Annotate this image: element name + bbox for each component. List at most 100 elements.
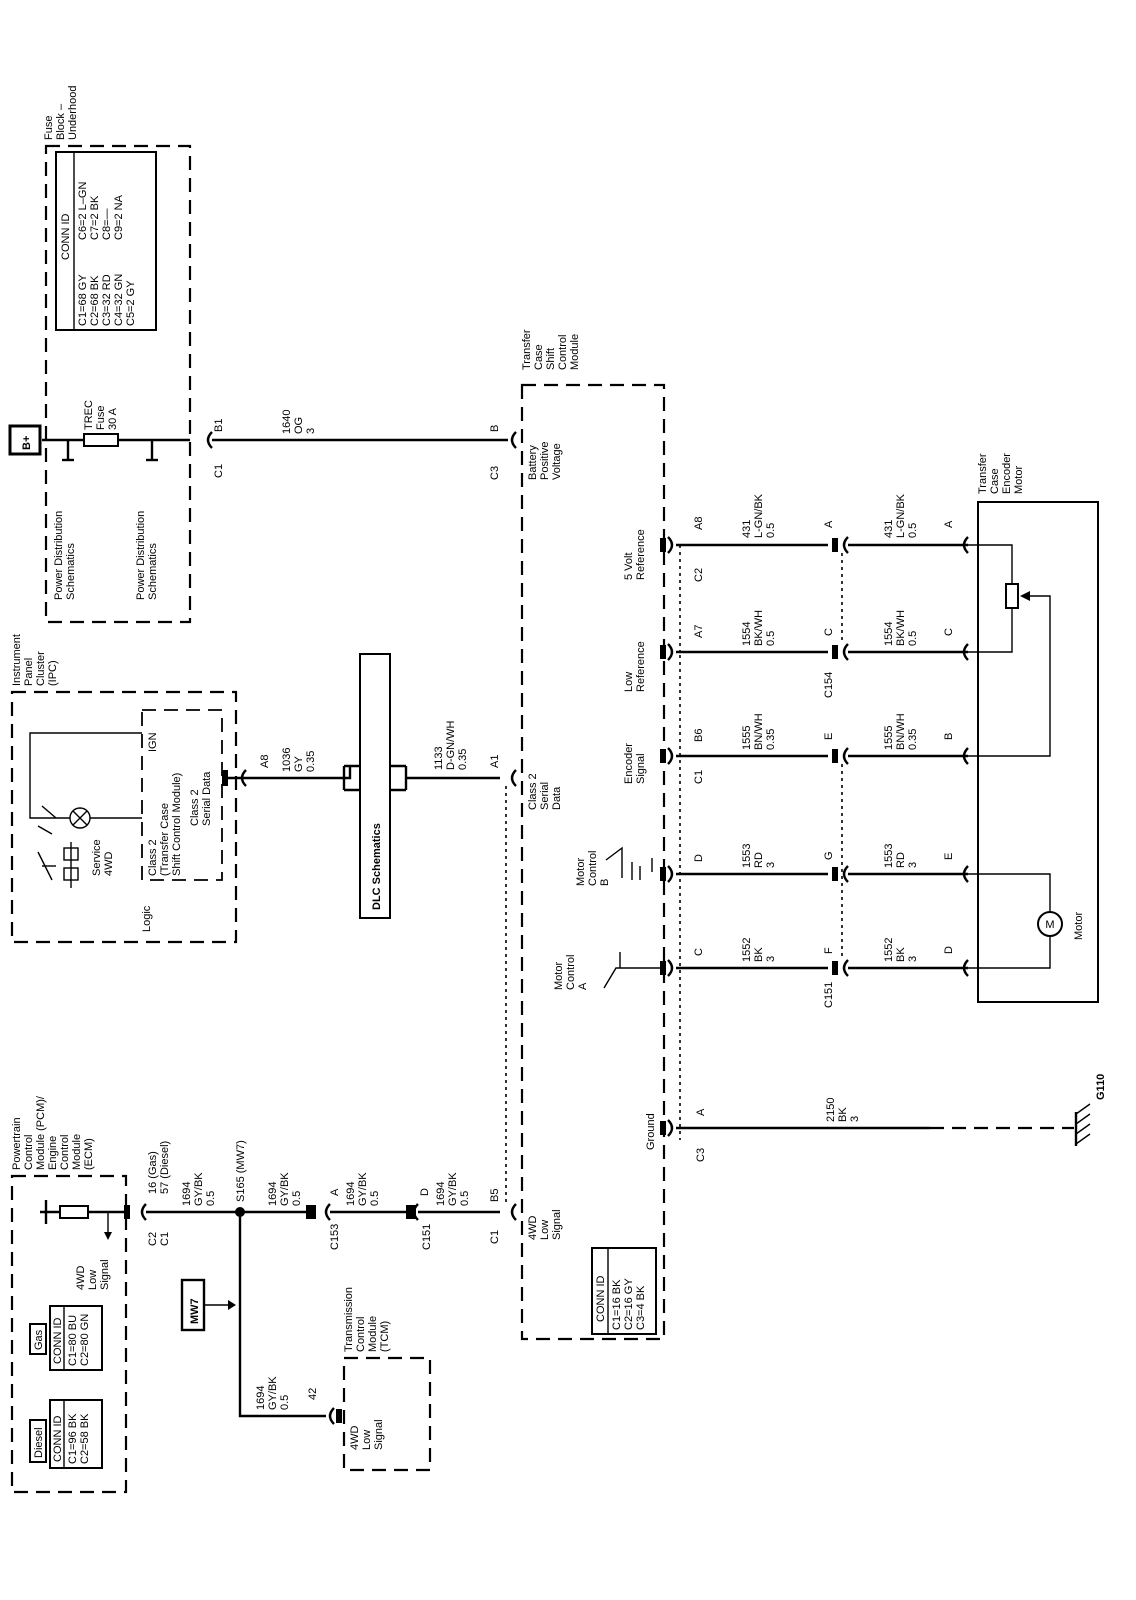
svg-text:RD: RD bbox=[753, 852, 765, 868]
potentiometer-icon bbox=[1005, 583, 1019, 609]
dlc-schematics-box[interactable] bbox=[359, 653, 391, 919]
svg-text:0.35: 0.35 bbox=[305, 751, 317, 772]
conn-c3-ground: C3 bbox=[695, 1148, 707, 1162]
tcscm-output-terminals bbox=[660, 536, 674, 1137]
svg-text:Fuse: Fuse bbox=[43, 116, 55, 140]
tcscm-conn-header: CONN ID bbox=[595, 1276, 607, 1323]
inline-connectors bbox=[832, 536, 849, 977]
tcscm-conn-table bbox=[591, 1247, 657, 1335]
tcscm-conn-c1: C1 bbox=[489, 1230, 501, 1244]
svg-text:Power Distribution: Power Distribution bbox=[135, 511, 147, 600]
svg-text:C2=16 GY: C2=16 GY bbox=[623, 1278, 635, 1330]
label-motor-control-a: Motor Control A bbox=[553, 955, 589, 990]
svg-text:0.5: 0.5 bbox=[291, 1191, 303, 1206]
gas-conn-table bbox=[49, 1305, 103, 1371]
svg-text:L-GN/BK: L-GN/BK bbox=[753, 493, 765, 538]
svg-text:TREC: TREC bbox=[83, 400, 95, 430]
svg-text:B: B bbox=[599, 879, 611, 886]
splice-label: S165 (MW7) bbox=[235, 1140, 247, 1202]
fuse-pin-b1: B1 bbox=[213, 419, 225, 432]
svg-text:5 Volt: 5 Volt bbox=[623, 552, 635, 580]
svg-text:BN/WH: BN/WH bbox=[753, 713, 765, 750]
svg-text:BN/WH: BN/WH bbox=[895, 713, 907, 750]
svg-text:C9=2 NA: C9=2 NA bbox=[113, 194, 125, 240]
svg-text:Transfer: Transfer bbox=[977, 453, 989, 494]
svg-text:Battery: Battery bbox=[527, 445, 539, 480]
motor-connectors bbox=[962, 536, 969, 977]
svg-text:C8=—: C8=— bbox=[101, 209, 113, 241]
wire-1036 bbox=[228, 766, 352, 780]
svg-text:Motor: Motor bbox=[553, 962, 565, 990]
motor-a-switch-icon bbox=[603, 952, 660, 989]
encoder-motor-outline bbox=[977, 501, 1099, 1003]
svg-text:Class 2: Class 2 bbox=[527, 773, 539, 810]
svg-text:Positive: Positive bbox=[539, 441, 551, 480]
c151-top-pin: D bbox=[419, 1188, 431, 1196]
svg-text:0.5: 0.5 bbox=[907, 631, 919, 646]
svg-text:C2=58 BK: C2=58 BK bbox=[79, 1413, 91, 1464]
svg-text:Low: Low bbox=[87, 1270, 99, 1290]
tcm-pin-42: 42 bbox=[307, 1388, 319, 1400]
svg-text:Low: Low bbox=[539, 1220, 551, 1240]
battery-box bbox=[8, 424, 42, 456]
wire-1552-label-1: 1552 BK 3 bbox=[741, 938, 777, 962]
pds-link-1[interactable]: Power Distribution Schematics bbox=[53, 511, 77, 600]
dlc-schematics-label[interactable]: DLC Schematics bbox=[371, 823, 383, 910]
pin-b6: B6 bbox=[693, 729, 705, 742]
ground-g110-label: G110 bbox=[1095, 1074, 1107, 1100]
ipc-title: Instrument Panel Cluster (IPC) bbox=[11, 634, 59, 686]
c154-pin-c: C bbox=[823, 628, 835, 636]
svg-text:GY/BK: GY/BK bbox=[193, 1172, 205, 1206]
instrument-panel-cluster: Instrument Panel Cluster (IPC) Logic IGN… bbox=[10, 634, 271, 944]
svg-text:Serial: Serial bbox=[539, 782, 551, 810]
ipc-ign-label: IGN bbox=[147, 732, 159, 752]
wire-1555-label-2: 1555 BN/WH 0.35 bbox=[883, 713, 919, 750]
wire-1640-label: 1640 OG 3 bbox=[281, 410, 317, 434]
wire-1554-label-2: 1554 BK/WH 0.5 bbox=[883, 610, 919, 646]
svg-text:BK: BK bbox=[753, 947, 765, 962]
svg-text:Underhood: Underhood bbox=[67, 86, 79, 140]
transfer-case-shift-control-module: Transfer Case Shift Control Module B C3 … bbox=[489, 329, 707, 1341]
svg-text:4WD: 4WD bbox=[349, 1426, 361, 1451]
pds-link-2[interactable]: Power Distribution Schematics bbox=[135, 511, 159, 600]
fuse-conn-c1: C1 bbox=[213, 464, 225, 478]
svg-text:C4=32 GN: C4=32 GN bbox=[113, 274, 125, 326]
svg-text:3: 3 bbox=[765, 862, 777, 868]
svg-text:Signal: Signal bbox=[99, 1259, 111, 1290]
wire-1694 bbox=[146, 1203, 500, 1418]
svg-text:Control: Control bbox=[59, 1135, 71, 1170]
svg-text:0.5: 0.5 bbox=[459, 1191, 471, 1206]
svg-text:Module (PCM)/: Module (PCM)/ bbox=[35, 1095, 47, 1170]
svg-text:0.5: 0.5 bbox=[205, 1191, 217, 1206]
svg-text:A: A bbox=[577, 982, 589, 990]
svg-text:Fuse: Fuse bbox=[95, 406, 107, 430]
svg-text:Module: Module bbox=[71, 1134, 83, 1170]
tcscm-pin-b: B bbox=[489, 425, 501, 432]
wire-1694-label-1: 1694 GY/BK 0.5 bbox=[181, 1172, 217, 1206]
motor-b-switch-icon bbox=[605, 846, 653, 880]
svg-text:0.5: 0.5 bbox=[279, 1395, 291, 1410]
svg-text:Voltage: Voltage bbox=[551, 443, 563, 480]
svg-text:C6=2 L–GN: C6=2 L–GN bbox=[77, 182, 89, 240]
svg-text:Motor: Motor bbox=[1013, 466, 1025, 494]
trec-fuse bbox=[83, 433, 119, 447]
ground-circuit: 2150 BK 3 G110 bbox=[676, 1074, 1107, 1146]
svg-text:1694: 1694 bbox=[255, 1386, 267, 1410]
svg-text:Signal: Signal bbox=[635, 753, 647, 784]
svg-text:Control: Control bbox=[557, 335, 569, 370]
motor-pin-b: B bbox=[943, 733, 955, 740]
svg-text:D-GN/WH: D-GN/WH bbox=[445, 720, 457, 770]
svg-text:L-GN/BK: L-GN/BK bbox=[895, 493, 907, 538]
svg-text:C1: C1 bbox=[159, 1232, 171, 1246]
label-encoder-signal: Encoder Signal bbox=[623, 743, 647, 784]
svg-text:4WD: 4WD bbox=[75, 1266, 87, 1291]
battery-positive-label: Battery Positive Voltage bbox=[527, 441, 563, 480]
svg-text:C1=80 BU: C1=80 BU bbox=[67, 1315, 79, 1366]
pin-c: C bbox=[693, 948, 705, 956]
tcm-title: Transmission Control Module (TCM) bbox=[343, 1287, 391, 1352]
c154-label: C154 bbox=[823, 672, 835, 698]
svg-text:Encoder: Encoder bbox=[623, 743, 635, 784]
svg-text:Transfer: Transfer bbox=[521, 329, 533, 370]
pcm-signal-label: 4WD Low Signal bbox=[75, 1259, 111, 1290]
